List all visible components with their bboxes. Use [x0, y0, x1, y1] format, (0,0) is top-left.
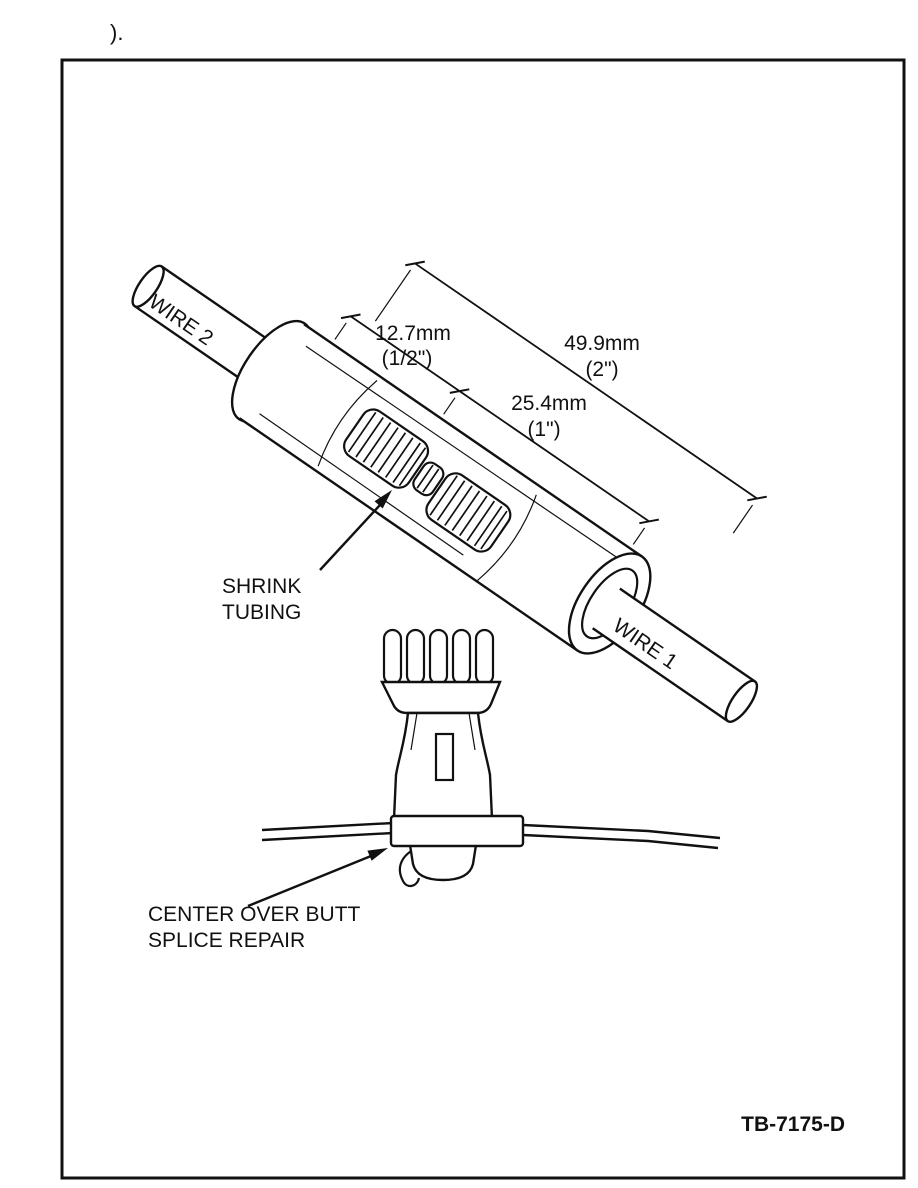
dim-half-in: (1/2") [382, 347, 433, 370]
heat-gun-collar [380, 680, 502, 715]
heat-gun-slot [434, 732, 455, 782]
shrink-tubing-label-line2: TUBING [222, 601, 301, 624]
top-text-fragment: ). [110, 20, 123, 45]
splice-barrel-2 [425, 472, 512, 553]
center-over-arrowhead [367, 848, 388, 861]
overall-dim-ticks [405, 260, 767, 502]
center-over-label-line2: SPLICE REPAIR [148, 929, 305, 952]
figure-code: TB-7175-D [741, 1113, 845, 1136]
wire1-cylinder: WIRE 1 [591, 587, 759, 723]
heat-gun-nozzle-prongs [382, 628, 495, 686]
inner-dim-ticks [340, 313, 660, 525]
heat-gun-tip [408, 843, 478, 882]
center-over-arrow [247, 854, 372, 908]
repair-wire-left [261, 821, 394, 842]
dimension-labels: 12.7mm (1/2") 49.9mm (2") 25.4mm (1") [375, 322, 640, 441]
dim-two-mm: 49.9mm [564, 332, 640, 355]
repair-wire-right [522, 823, 721, 850]
dimension-line-one [459, 390, 650, 523]
shrink-tubing-callout: SHRINK TUBING [222, 490, 392, 624]
heat-gun-illustration [261, 628, 721, 888]
splice-barrel-1 [343, 408, 430, 489]
center-over-callout: CENTER OVER BUTT SPLICE REPAIR [148, 848, 388, 952]
dim-two-in: (2") [585, 358, 618, 381]
splice-crimp-center [412, 461, 445, 497]
splice-sleeve [389, 814, 525, 848]
shrink-tubing-arrow [319, 504, 381, 571]
figure-border [60, 58, 906, 1180]
shrink-tubing-label-line1: SHRINK [222, 575, 301, 598]
dim-one-mm: 25.4mm [511, 392, 587, 415]
splice-tube-illustration: WIRE 2 [131, 260, 767, 723]
dim-one-in: (1") [527, 418, 560, 441]
tube-surface-lines [259, 345, 619, 560]
dimension-lines [334, 260, 767, 545]
extension-lines [334, 269, 754, 545]
dimension-line-half [350, 315, 461, 392]
heat-gun-shoulder-lines [410, 712, 476, 751]
dim-half-mm: 12.7mm [375, 322, 451, 345]
center-over-label-line1: CENTER OVER BUTT [148, 903, 361, 926]
tube-edges [238, 323, 643, 652]
shrink-tubing-arrowhead [374, 490, 392, 509]
dimension-line-overall [414, 262, 758, 500]
tube-window-arc-right [477, 494, 537, 581]
